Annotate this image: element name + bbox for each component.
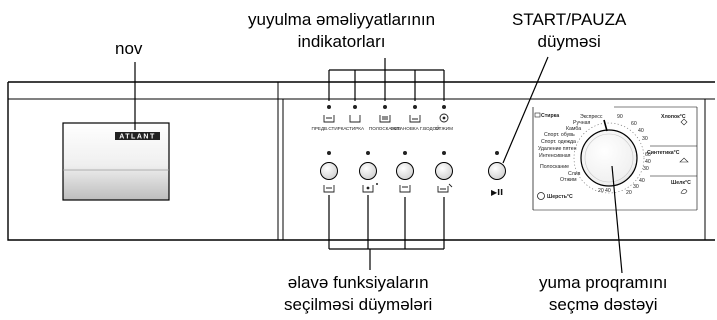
wash-icon — [534, 112, 541, 118]
program-callout-line2: seçmə dəstəyi — [548, 295, 658, 314]
svg-text:30: 30 — [633, 184, 639, 190]
drawer-callout-text: nov — [115, 39, 143, 58]
start-leader — [502, 56, 549, 164]
silk-icon — [680, 189, 688, 194]
program-callout-line1: yuma proqramını — [539, 273, 668, 292]
leader-lines — [134, 56, 623, 274]
function-button-prewash[interactable] — [320, 151, 338, 193]
svg-text:40: 40 — [645, 159, 651, 165]
dial-group-silk: Шелк°C — [671, 180, 691, 186]
indicator-prewash: ПРЕДВ.СТИРКА — [312, 105, 348, 131]
svg-text:Отжим: Отжим — [560, 177, 577, 183]
svg-text:Спорт. обувь: Спорт. обувь — [544, 132, 575, 138]
indicators-callout-line2: indikatorları — [297, 32, 386, 51]
program-dial-callout: yuma proqramını seçmə dəstəyi — [539, 272, 668, 316]
function-callout-line1: əlavə funksiyaların — [287, 273, 429, 292]
svg-text:Ручная: Ручная — [573, 120, 591, 126]
svg-text:Камба: Камба — [566, 126, 581, 132]
dial-pointer — [603, 119, 608, 132]
indicator-lamps: ПРЕДВ.СТИРКА СТИРКА ПОЛОСКАНИЕ ОСТАНОВКА… — [312, 105, 453, 131]
function-buttons — [320, 151, 453, 193]
svg-text:40: 40 — [639, 178, 645, 184]
start-callout: START/PAUZA düyməsi — [512, 9, 626, 53]
rinse-icon — [399, 185, 411, 193]
indicator-rinse: ПОЛОСКАНИЕ — [369, 105, 401, 131]
dial-leader — [611, 165, 623, 274]
indicators-callout: yuyulma əməliyyatlarının indikatorları — [248, 9, 435, 53]
svg-text:30: 30 — [643, 166, 649, 172]
svg-text:60: 60 — [645, 152, 651, 158]
start-callout-line2: düyməsi — [537, 32, 601, 51]
svg-text:Спорт. одежда: Спорт. одежда — [541, 139, 576, 145]
indicator-spin: ОТЖИМ — [435, 105, 453, 131]
dial-group-synthetic: Синтетика°C — [647, 150, 680, 156]
function-button-extra-rinse[interactable] — [396, 151, 414, 193]
play-pause-icon: ▶II — [491, 188, 503, 197]
svg-text:20: 20 — [626, 190, 632, 196]
program-selector-panel: Стирка Экспресс Ручная Камба Спорт. обув… — [532, 106, 698, 211]
no-spin-icon — [437, 183, 453, 193]
prewash-icon — [323, 185, 335, 193]
svg-text:30: 30 — [642, 136, 648, 142]
indicator-wash: СТИРКА — [346, 105, 365, 131]
start-callout-line1: START/PAUZA — [512, 10, 627, 29]
indicators-bracket — [328, 58, 445, 101]
dial-group-wool: Шерсть°C — [547, 194, 573, 200]
indicators-callout-line1: yuyulma əməliyyatlarının — [248, 10, 436, 29]
start-pause-button[interactable]: ▶II — [488, 151, 506, 197]
function-button-no-spin[interactable] — [435, 151, 453, 193]
intensive-wash-icon — [362, 185, 374, 193]
svg-text:20: 20 — [598, 188, 604, 194]
synthetic-icon — [679, 157, 689, 163]
function-button-intensive[interactable] — [359, 151, 379, 193]
svg-text:90: 90 — [617, 114, 623, 120]
svg-text:СТИРКА: СТИРКА — [346, 126, 365, 131]
svg-text:ПРЕДВ.СТИРКА: ПРЕДВ.СТИРКА — [312, 126, 348, 131]
svg-text:Удаление пятен: Удаление пятен — [538, 146, 577, 152]
function-callout-line2: seçilməsi düymələri — [284, 295, 433, 314]
svg-text:Полоскание: Полоскание — [540, 164, 569, 170]
svg-text:Экспресс: Экспресс — [580, 114, 603, 120]
dial-group-wash: Стирка — [541, 113, 559, 119]
machine-outline — [7, 81, 715, 241]
indicator-rinse-hold: ОСТАНОВКА Г.ВОДОЙ — [391, 105, 440, 131]
drawer-callout: nov — [115, 38, 142, 60]
cotton-icon — [680, 118, 688, 126]
svg-text:ОТЖИМ: ОТЖИМ — [435, 126, 453, 131]
wool-icon — [537, 192, 545, 200]
program-selector-dial[interactable] — [573, 119, 645, 194]
function-buttons-bracket — [328, 195, 445, 270]
svg-text:40: 40 — [638, 128, 644, 134]
svg-text:ПОЛОСКАНИЕ: ПОЛОСКАНИЕ — [369, 126, 401, 131]
svg-text:Интенсивная: Интенсивная — [539, 153, 571, 159]
svg-text:Слив: Слив — [568, 171, 581, 177]
svg-text:ATLANT: ATLANT — [119, 134, 155, 141]
function-buttons-callout: əlavə funksiyaların seçilməsi düymələri — [284, 272, 432, 316]
brand-logo: ATLANT — [115, 132, 160, 141]
svg-text:60: 60 — [631, 121, 637, 127]
dial-group-cotton: Хлопок°C — [661, 114, 686, 120]
svg-text:40: 40 — [605, 188, 611, 194]
svg-text:ОСТАНОВКА Г.ВОДОЙ: ОСТАНОВКА Г.ВОДОЙ — [391, 124, 440, 131]
